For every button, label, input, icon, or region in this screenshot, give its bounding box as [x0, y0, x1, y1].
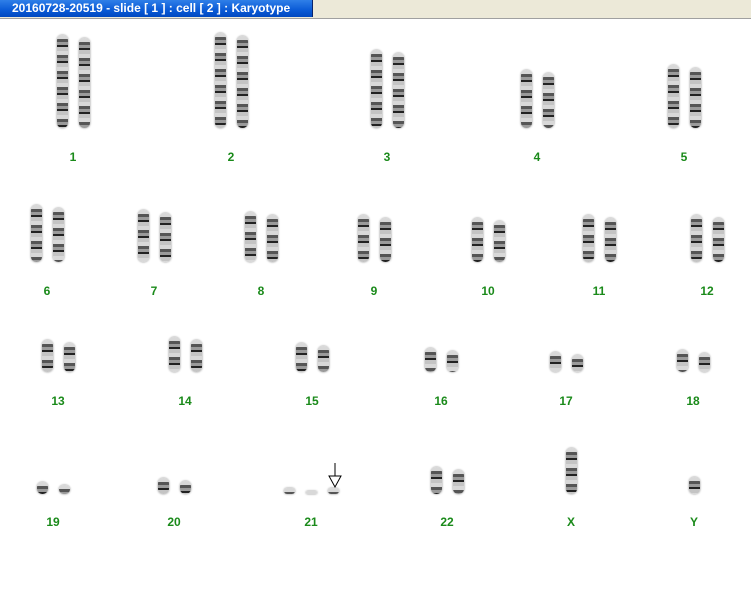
chromosome-3[interactable]: [371, 50, 382, 128]
chromosome-6[interactable]: [53, 208, 64, 262]
chromosome-1[interactable]: [79, 38, 90, 128]
chromosome-label-16: 16: [434, 394, 448, 408]
chromosome-5[interactable]: [690, 68, 701, 128]
chromosome-22[interactable]: [431, 467, 442, 494]
chromosome-21[interactable]: [306, 491, 317, 494]
chromosome-11[interactable]: [583, 215, 594, 262]
chromosome-2[interactable]: [237, 36, 248, 128]
chromosome-label-21: 21: [304, 515, 318, 529]
abnormality-arrow-icon: [328, 463, 342, 489]
chromosome-label-19: 19: [46, 515, 60, 529]
chromosome-14[interactable]: [169, 337, 180, 372]
chromosome-label-13: 13: [51, 394, 65, 408]
chromosome-label-5: 5: [680, 150, 688, 164]
chromosome-17[interactable]: [550, 352, 561, 372]
chromosome-label-3: 3: [383, 150, 391, 164]
chromosome-label-2: 2: [227, 150, 235, 164]
chromosome-11[interactable]: [605, 218, 616, 262]
chromosome-7[interactable]: [138, 210, 149, 262]
chromosome-label-6: 6: [43, 284, 51, 298]
chromosome-15[interactable]: [318, 346, 329, 372]
chromosome-label-y: Y: [689, 515, 698, 529]
chromosome-label-x: X: [566, 515, 575, 529]
chromosome-label-8: 8: [257, 284, 265, 298]
chromosome-12[interactable]: [713, 218, 724, 262]
chromosome-3[interactable]: [393, 53, 404, 128]
chromosome-13[interactable]: [42, 340, 53, 372]
chromosome-label-14: 14: [178, 394, 192, 408]
chromosome-9[interactable]: [358, 215, 369, 262]
chromosome-label-10: 10: [481, 284, 495, 298]
chromosome-label-1: 1: [69, 150, 77, 164]
chromosome-21[interactable]: [328, 488, 339, 494]
chromosome-label-18: 18: [686, 394, 700, 408]
chromosome-19[interactable]: [37, 482, 48, 494]
chromosome-label-15: 15: [305, 394, 319, 408]
chromosome-16[interactable]: [447, 351, 458, 372]
chromosome-18[interactable]: [677, 350, 688, 372]
chromosome-9[interactable]: [380, 218, 391, 262]
chromosome-5[interactable]: [668, 65, 679, 128]
chromosome-2[interactable]: [215, 33, 226, 128]
chromosome-16[interactable]: [425, 348, 436, 372]
chromosome-14[interactable]: [191, 340, 202, 372]
chromosome-1[interactable]: [57, 35, 68, 128]
chromosome-10[interactable]: [472, 218, 483, 262]
chromosome-10[interactable]: [494, 221, 505, 262]
chromosome-label-11: 11: [592, 284, 606, 298]
chromosome-x[interactable]: [566, 448, 577, 494]
chromosome-18[interactable]: [699, 353, 710, 372]
chromosome-21[interactable]: [284, 488, 295, 494]
chromosome-label-20: 20: [167, 515, 181, 529]
chromosome-label-7: 7: [150, 284, 158, 298]
chromosome-13[interactable]: [64, 343, 75, 372]
chromosome-y[interactable]: [689, 477, 700, 494]
chromosome-label-4: 4: [533, 150, 541, 164]
chromosome-20[interactable]: [158, 478, 169, 494]
chromosome-6[interactable]: [31, 205, 42, 262]
chromosome-label-12: 12: [700, 284, 714, 298]
chromosome-17[interactable]: [572, 355, 583, 372]
chromosome-12[interactable]: [691, 215, 702, 262]
chromosome-22[interactable]: [453, 470, 464, 494]
title-bar: 20160728-20519 - slide [ 1 ] : cell [ 2 …: [0, 0, 751, 19]
chromosome-8[interactable]: [267, 215, 278, 262]
chromosome-19[interactable]: [59, 485, 70, 494]
chromosome-label-17: 17: [559, 394, 573, 408]
chromosome-7[interactable]: [160, 213, 171, 262]
chromosome-4[interactable]: [543, 73, 554, 128]
chromosome-4[interactable]: [521, 70, 532, 128]
chromosome-8[interactable]: [245, 212, 256, 262]
chromosome-20[interactable]: [180, 481, 191, 494]
chromosome-label-9: 9: [370, 284, 378, 298]
chromosome-15[interactable]: [296, 343, 307, 372]
window-title: 20160728-20519 - slide [ 1 ] : cell [ 2 …: [0, 0, 313, 17]
chromosome-label-22: 22: [440, 515, 454, 529]
